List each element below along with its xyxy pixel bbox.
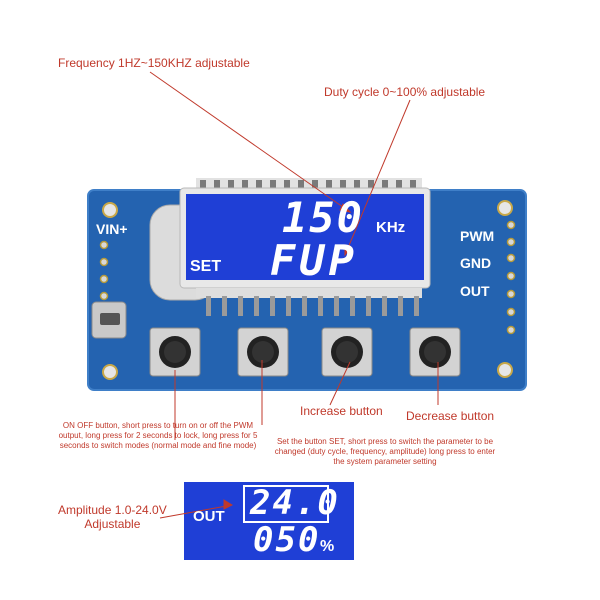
small-lcd-percent-value: 050 — [253, 520, 321, 560]
frequency-annotation: Frequency 1HZ~150KHZ adjustable — [58, 56, 250, 70]
duty-cycle-annotation: Duty cycle 0~100% adjustable — [324, 85, 486, 99]
left-pin-header — [99, 240, 109, 301]
increase-annotation: Increase button — [300, 404, 383, 418]
voltage-highlight-box — [243, 485, 329, 523]
annotation-leaders — [149, 71, 439, 519]
lcd-screen — [186, 194, 424, 280]
set-annotation: Set the button SET, short press to switc… — [274, 437, 496, 466]
decrease-annotation: Decrease button — [406, 409, 495, 423]
mount-hole — [102, 364, 118, 380]
out-label: OUT — [460, 283, 490, 299]
pwm-label: PWM — [460, 228, 495, 244]
gnd-label: GND — [460, 255, 492, 271]
amplitude-annotation: Amplitude 1.0-24.0V Adjustable — [58, 503, 167, 531]
mount-hole — [102, 202, 118, 218]
onoff-annotation: ON OFF button, short press to turn on or… — [58, 421, 258, 450]
small-lcd-percent-sign: % — [320, 538, 335, 555]
increase-button — [321, 327, 373, 377]
lcd-unit: KHz — [376, 219, 406, 236]
lcd-bottom-pins — [196, 288, 422, 316]
right-pin-header — [506, 220, 516, 335]
onoff-button — [237, 327, 289, 377]
lcd-mode-text: FUP — [270, 236, 358, 285]
set-button — [149, 327, 201, 377]
small-lcd-out-label: OUT — [193, 508, 225, 525]
amplitude-annotation-line1: Amplitude 1.0-24.0V — [58, 503, 167, 517]
lcd-set-label: SET — [190, 258, 222, 275]
small-lcd-voltage: 24.0 — [250, 483, 340, 523]
decrease-button — [409, 327, 461, 377]
lcd-frequency-value: 150 — [282, 193, 364, 242]
mount-hole — [497, 200, 513, 216]
amplitude-annotation-line2: Adjustable — [84, 517, 141, 531]
mount-hole — [497, 362, 513, 378]
vin-label: VIN+ — [96, 221, 128, 237]
